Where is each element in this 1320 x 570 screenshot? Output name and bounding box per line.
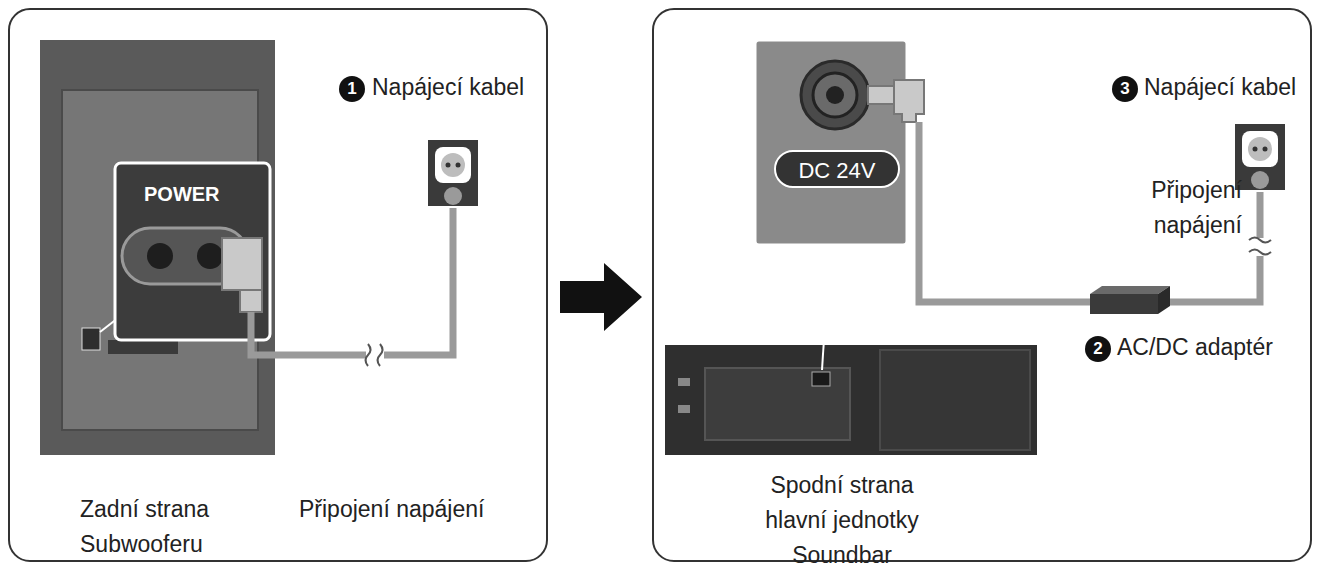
power-cable bbox=[1170, 192, 1260, 302]
flow-arrow bbox=[560, 263, 642, 331]
callout-number: 2 bbox=[1085, 336, 1111, 362]
wall-outlet bbox=[1235, 124, 1285, 190]
instruction-panel: POWER 1 Napájecí kabelZadní strana Subwoof… bbox=[8, 8, 548, 562]
ac-dc-adapter bbox=[1090, 286, 1170, 314]
port-label: DC 24V bbox=[774, 150, 900, 188]
port-label: POWER bbox=[140, 182, 224, 206]
dc-cable bbox=[919, 122, 1090, 302]
view-caption: Spodní strana hlavní jednotky Soundbar bbox=[747, 468, 937, 570]
cable-break bbox=[1249, 238, 1271, 255]
instruction-panel: DC 24V 3Napájecí kabelPřipojení napájení 2… bbox=[652, 8, 1312, 562]
power-cable bbox=[251, 208, 453, 355]
step-caption: Připojení napájení bbox=[299, 492, 484, 527]
callout-number: 1 bbox=[339, 76, 365, 102]
part-label: Napájecí kabel bbox=[372, 70, 524, 105]
callout-number: 3 bbox=[1112, 76, 1138, 102]
step-caption: Připojení napájení bbox=[1132, 173, 1242, 243]
part-label: Napájecí kabel bbox=[1144, 70, 1296, 105]
soundbar-illustration bbox=[665, 40, 1037, 455]
subwoofer-illustration bbox=[40, 40, 275, 455]
view-caption: Zadní strana Subwooferu bbox=[80, 492, 230, 562]
cable-break bbox=[366, 344, 383, 366]
part-label: AC/DC adaptér bbox=[1117, 330, 1273, 365]
wall-outlet bbox=[428, 140, 478, 206]
